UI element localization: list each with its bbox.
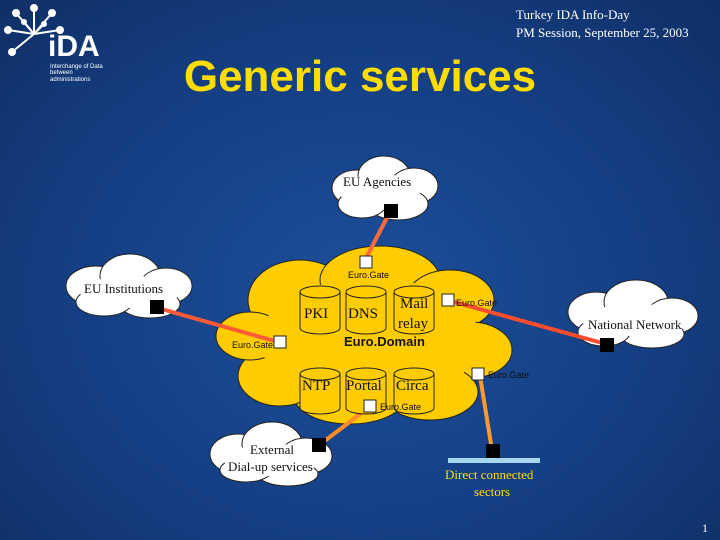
pki-cylinder (299, 285, 341, 335)
page-title: Generic services (183, 52, 537, 101)
mail-label: Mail (400, 296, 429, 312)
direct-sectors-label-1: Direct connected (445, 467, 534, 482)
relay-label: relay (398, 316, 428, 332)
header-event: Turkey IDA Info-Day (516, 7, 630, 22)
link-agencies (364, 210, 392, 260)
network-star-icon (4, 4, 64, 56)
ida-logo: iDA Interchange of Data between administ… (4, 4, 114, 83)
header-session: PM Session, September 25, 2003 (516, 25, 689, 40)
gate-bottom-box (363, 399, 377, 413)
gate-bottom-label: Euro.Gate (380, 402, 422, 412)
dns-label: DNS (348, 306, 379, 322)
national-network-label: National Network (588, 317, 682, 332)
logo-name: iDA (48, 30, 100, 63)
gate-top-box (359, 255, 373, 269)
dns-cylinder (345, 285, 387, 335)
link-national (452, 300, 608, 346)
link-dialup (316, 406, 370, 448)
logo-tagline-2: between administrations (50, 70, 91, 83)
gate-left-box (273, 335, 287, 349)
link-direct (478, 374, 494, 452)
gate-right-label: Euro.Gate (456, 298, 498, 308)
eu-agencies-cloud (331, 155, 439, 221)
gate-right-box (441, 293, 455, 307)
direct-sectors-label-2: sectors (474, 484, 511, 499)
gate-lower-right-box (471, 367, 485, 381)
pki-label: PKI (304, 306, 329, 322)
ntp-cylinder (299, 367, 341, 415)
dialup-endpoint (312, 438, 326, 452)
portal-label: Portal (346, 378, 382, 394)
eu-agencies-label: EU Agencies (343, 174, 412, 189)
external-dialup-label-1: External (250, 442, 295, 457)
circa-cylinder (393, 367, 435, 415)
gate-top-label: Euro.Gate (348, 270, 390, 280)
external-dialup-cloud (209, 421, 333, 487)
agencies-endpoint (384, 204, 398, 218)
external-dialup-label-2: Dial-up services (228, 459, 313, 474)
euro-domain-label: Euro.Domain (344, 334, 425, 349)
gate-lower-right-label: Euro.Gate (488, 370, 530, 380)
direct-sectors-bar (448, 458, 540, 463)
logo-tagline-1: Interchange of Data (50, 64, 103, 70)
ntp-label: NTP (302, 378, 331, 394)
institutions-endpoint (150, 300, 164, 314)
national-endpoint (600, 338, 614, 352)
direct-endpoint (486, 444, 500, 458)
mail-relay-cylinder (393, 285, 435, 335)
circa-label: Circa (396, 378, 429, 394)
gate-left-label: Euro.Gate (232, 340, 274, 350)
eu-institutions-label: EU Institutions (84, 281, 164, 296)
page-number: 1 (702, 521, 708, 535)
link-institutions (156, 306, 280, 344)
